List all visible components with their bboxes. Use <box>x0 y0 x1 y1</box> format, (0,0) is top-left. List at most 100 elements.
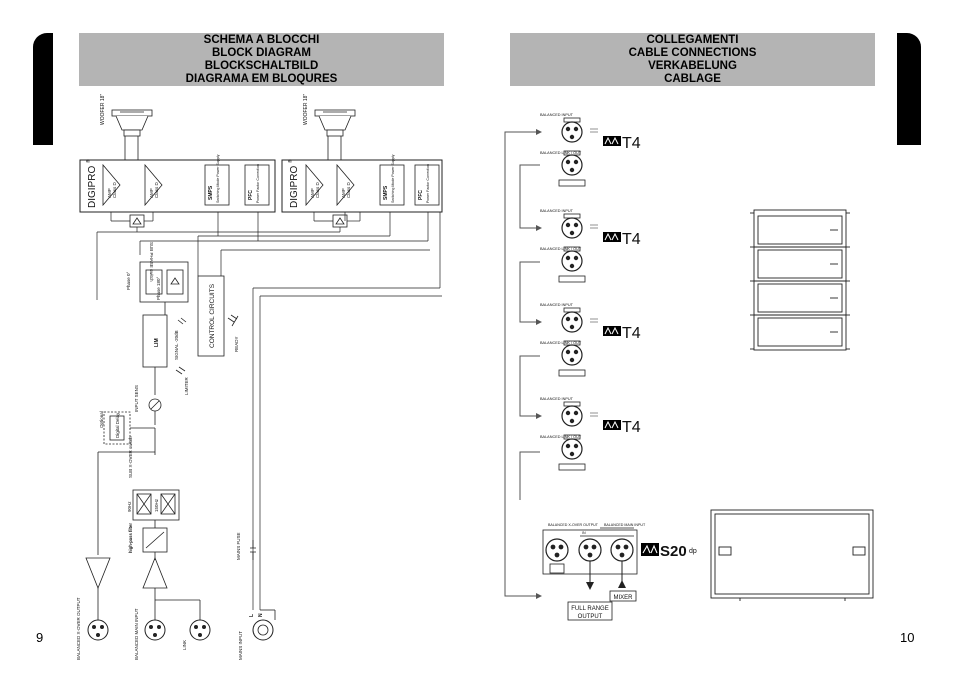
signal-led-icon <box>177 317 187 325</box>
woofer-2-label: WOOFER 18" <box>303 94 309 125</box>
t4-link-out-xlr <box>561 340 583 366</box>
t4-link-out-xlr <box>561 246 583 272</box>
sub-phase-switch-label: SUB PHASE switch <box>149 242 154 282</box>
mains-n-label: N <box>258 613 264 617</box>
phase-180-icon <box>170 277 180 285</box>
t4-input-xlr <box>561 401 583 427</box>
t4-logo-text: T4 <box>622 135 641 152</box>
digipro-module-1 <box>79 159 276 213</box>
xlr-link <box>189 619 211 641</box>
freq-90-label: 90Hz <box>127 501 132 512</box>
amp-2b-label: AMP <box>341 188 346 198</box>
right-page-number: 10 <box>900 630 915 645</box>
t4-row-4: BALANCED INPUT BALANCED LINK / OUT T4 <box>540 397 641 471</box>
phase-180-box <box>166 269 184 295</box>
xover-90-box <box>136 493 152 515</box>
mains-fuse-label: MAINS FUSE <box>236 532 241 560</box>
mains-input-connector <box>252 619 274 641</box>
s20-xover-output-xlr <box>545 538 569 574</box>
pfc-1-box <box>244 164 270 206</box>
xover-90-icon <box>136 493 152 515</box>
amp-2a-class: Class D <box>315 181 320 198</box>
mixer-label: MIXER <box>613 595 633 601</box>
t4-row-2: BALANCED INPUT BALANCED LINK / OUT T4 <box>540 209 641 283</box>
woofer-1 <box>111 109 153 160</box>
t4-logo-mark <box>603 420 621 430</box>
amp-1a-triangle <box>102 163 121 207</box>
t4-logo-text: T4 <box>622 419 641 436</box>
pfc-1-desc: Power Factor Correction <box>256 164 260 203</box>
control-circuits-label: CONTROL CIRCUITS <box>209 283 216 348</box>
full-range-output-box <box>567 601 613 621</box>
smps-2-box <box>379 164 405 206</box>
s20-logo-suffix: dp <box>689 548 697 555</box>
t4-logo-text: T4 <box>622 231 641 248</box>
full-range-output-line-2: OUTPUT <box>578 614 603 620</box>
t4-input-xlr <box>561 307 583 333</box>
t4-link-out-label: BALANCED LINK / OUT <box>540 341 582 345</box>
t4-balanced-input-label: BALANCED INPUT <box>540 303 574 307</box>
signal-wiring <box>96 212 442 610</box>
left-page-number: 9 <box>36 630 44 645</box>
amp-1b-label: AMP <box>149 188 154 198</box>
cable-runs <box>504 131 540 597</box>
digipro-module-2 <box>281 159 443 213</box>
digital-delay-inner <box>109 415 125 441</box>
xover-150-icon <box>160 493 176 515</box>
digipro-1-brand: DIGIPRO <box>87 166 98 208</box>
smps-1-desc: Switching Mode Power Supply <box>216 154 220 203</box>
mixer-box <box>609 590 637 602</box>
right-header-line-1: COLLEGAMENTI <box>646 33 739 46</box>
digipro-1-reg: ® <box>85 159 92 163</box>
balanced-xover-output-label: BALANCED X-OVER OUTPUT <box>76 597 81 660</box>
smps-1-box <box>204 164 230 206</box>
xlr-xover-output <box>87 619 109 641</box>
t4-link-out-xlr <box>561 434 583 460</box>
sub-xover-switch-label: SUB X-OVER switch <box>128 436 133 478</box>
left-page-header: SCHEMA A BLOCCHI BLOCK DIAGRAM BLOCKSCHA… <box>79 33 444 86</box>
pfc-2-desc: Power Factor Correction <box>426 164 430 203</box>
digital-delay-label: Digital Delay <box>115 412 120 438</box>
s20-cabinet <box>710 509 874 601</box>
link-label: LINK <box>182 640 187 650</box>
pfc-2-box <box>414 164 440 206</box>
smps-1-label: SMPS <box>208 185 214 200</box>
t4-input-xlr <box>561 213 583 239</box>
xlr-main-input <box>144 619 166 641</box>
t4-balanced-input-label: BALANCED INPUT <box>540 397 574 401</box>
smps-2-desc: Switching Mode Power Supply <box>391 154 395 203</box>
s20-xover-output-label: BALANCED X-OVER OUTPUT <box>548 523 599 527</box>
t4-balanced-input-label: BALANCED INPUT <box>540 209 574 213</box>
pfc-2-label: PFC <box>418 190 424 200</box>
amp-1b-class: Class D <box>154 181 159 198</box>
phase-180-label: Phase 180° <box>156 276 161 300</box>
right-header-line-4: CABLAGE <box>664 72 721 85</box>
t4-link-out-label: BALANCED LINK / OUT <box>540 151 582 155</box>
mains-fuse-icon <box>250 540 256 560</box>
input-sens-label: INPUT SENS <box>134 385 139 412</box>
t4-input-xlr <box>561 117 583 143</box>
optional-label: Optional <box>99 411 104 428</box>
amp-2b-triangle <box>336 163 355 207</box>
balanced-main-input-label: BALANCED MAIN INPUT <box>134 608 139 660</box>
right-header-line-3: VERKABELUNG <box>648 59 737 72</box>
pfc-1-label: PFC <box>248 190 254 200</box>
xover-150-box <box>160 493 176 515</box>
t4-link-out-label: BALANCED LINK / OUT <box>540 247 582 251</box>
right-page-tab <box>897 33 921 145</box>
mains-input-label: MAINS INPUT <box>238 631 243 660</box>
t4-link-out-xlr <box>561 150 583 176</box>
amp-1b-triangle <box>144 163 163 207</box>
amp-1a-label: AMP <box>107 188 112 198</box>
sub-xover-block <box>132 489 180 521</box>
amp-1a-class: Class D <box>112 181 117 198</box>
signal-label: SIGNAL -20dB <box>174 330 179 360</box>
t4-link-out-label: BALANCED LINK / OUT <box>540 435 582 439</box>
limiter-led-icon <box>175 366 186 375</box>
ready-led-icon <box>227 314 239 327</box>
ready-label: READY <box>234 336 239 352</box>
